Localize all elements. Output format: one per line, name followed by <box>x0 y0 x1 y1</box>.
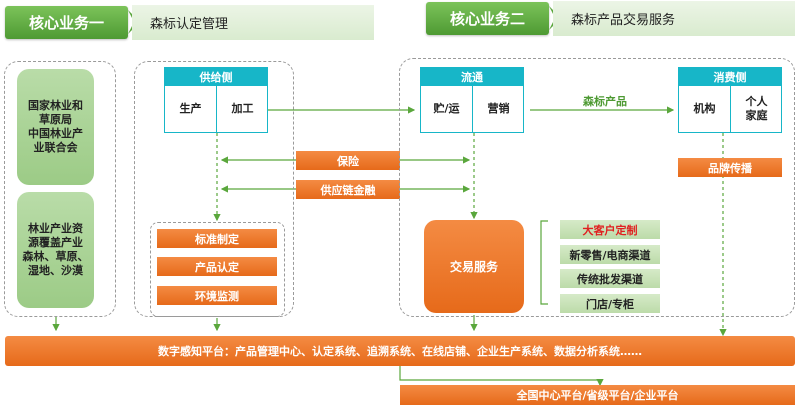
brand-promotion-button[interactable]: 品牌传播 <box>678 158 782 177</box>
consumer-title: 消费侧 <box>678 67 782 86</box>
channel-wholesale[interactable]: 传统批发渠道 <box>560 269 660 288</box>
org-box: 国家林业和 草原局 中国林业产 业联合会 <box>17 69 94 185</box>
consumer-table: 机构 个人 家庭 <box>678 86 782 133</box>
left-container <box>4 61 116 317</box>
consumer-institution: 机构 <box>693 102 716 115</box>
circulation-divider <box>472 86 473 132</box>
circulation-marketing: 营销 <box>487 102 510 115</box>
standard-setting-button[interactable]: 标准制定 <box>157 229 277 248</box>
insurance-button[interactable]: 保险 <box>296 151 400 170</box>
product-certification-button[interactable]: 产品认定 <box>157 257 277 276</box>
core1-desc-band: 森标认定管理 <box>132 5 374 40</box>
core1-desc: 森标认定管理 <box>150 17 229 32</box>
digital-platform-bar[interactable]: 数字感知平台：产品管理中心、认定系统、追溯系统、在线店铺、企业生产系统、数据分析… <box>5 336 795 366</box>
circulation-table: 贮/运 营销 <box>420 86 524 133</box>
consumer-household: 个人 家庭 <box>745 95 768 122</box>
product-flow-label: 森标产品 <box>583 95 627 108</box>
channel-store[interactable]: 门店/专柜 <box>560 294 660 313</box>
supply-production: 生产 <box>179 102 202 115</box>
supply-items-container <box>150 222 285 317</box>
trade-container <box>399 58 795 317</box>
national-platform-bar[interactable]: 全国中心平台/省级平台/企业平台 <box>400 385 795 405</box>
channel-key-account[interactable]: 大客户定制 <box>560 220 660 239</box>
circulation-title: 流通 <box>420 67 524 86</box>
core1-tab[interactable]: 核心业务一 <box>5 6 128 39</box>
circulation-storage: 贮/运 <box>433 102 460 115</box>
channel-new-retail[interactable]: 新零售/电商渠道 <box>560 245 660 264</box>
core2-label: 核心业务二 <box>449 10 525 28</box>
supply-processing: 加工 <box>231 102 254 115</box>
environment-monitoring-button[interactable]: 环境监测 <box>157 286 277 305</box>
supply-title: 供给侧 <box>164 67 268 86</box>
core2-desc: 森标产品交易服务 <box>571 13 676 28</box>
trade-service-button[interactable]: 交易服务 <box>424 220 524 313</box>
supply-divider <box>216 86 217 132</box>
core1-label: 核心业务一 <box>28 14 104 32</box>
core2-tab[interactable]: 核心业务二 <box>426 2 549 35</box>
supply-chain-finance-button[interactable]: 供应链金融 <box>296 180 400 199</box>
core2-desc-band: 森标产品交易服务 <box>553 1 795 36</box>
resource-box: 林业产业资 源覆盖产业 森林、草原、 湿地、沙漠 <box>17 192 94 308</box>
consumer-divider <box>730 86 731 132</box>
supply-table: 生产 加工 <box>164 86 268 133</box>
